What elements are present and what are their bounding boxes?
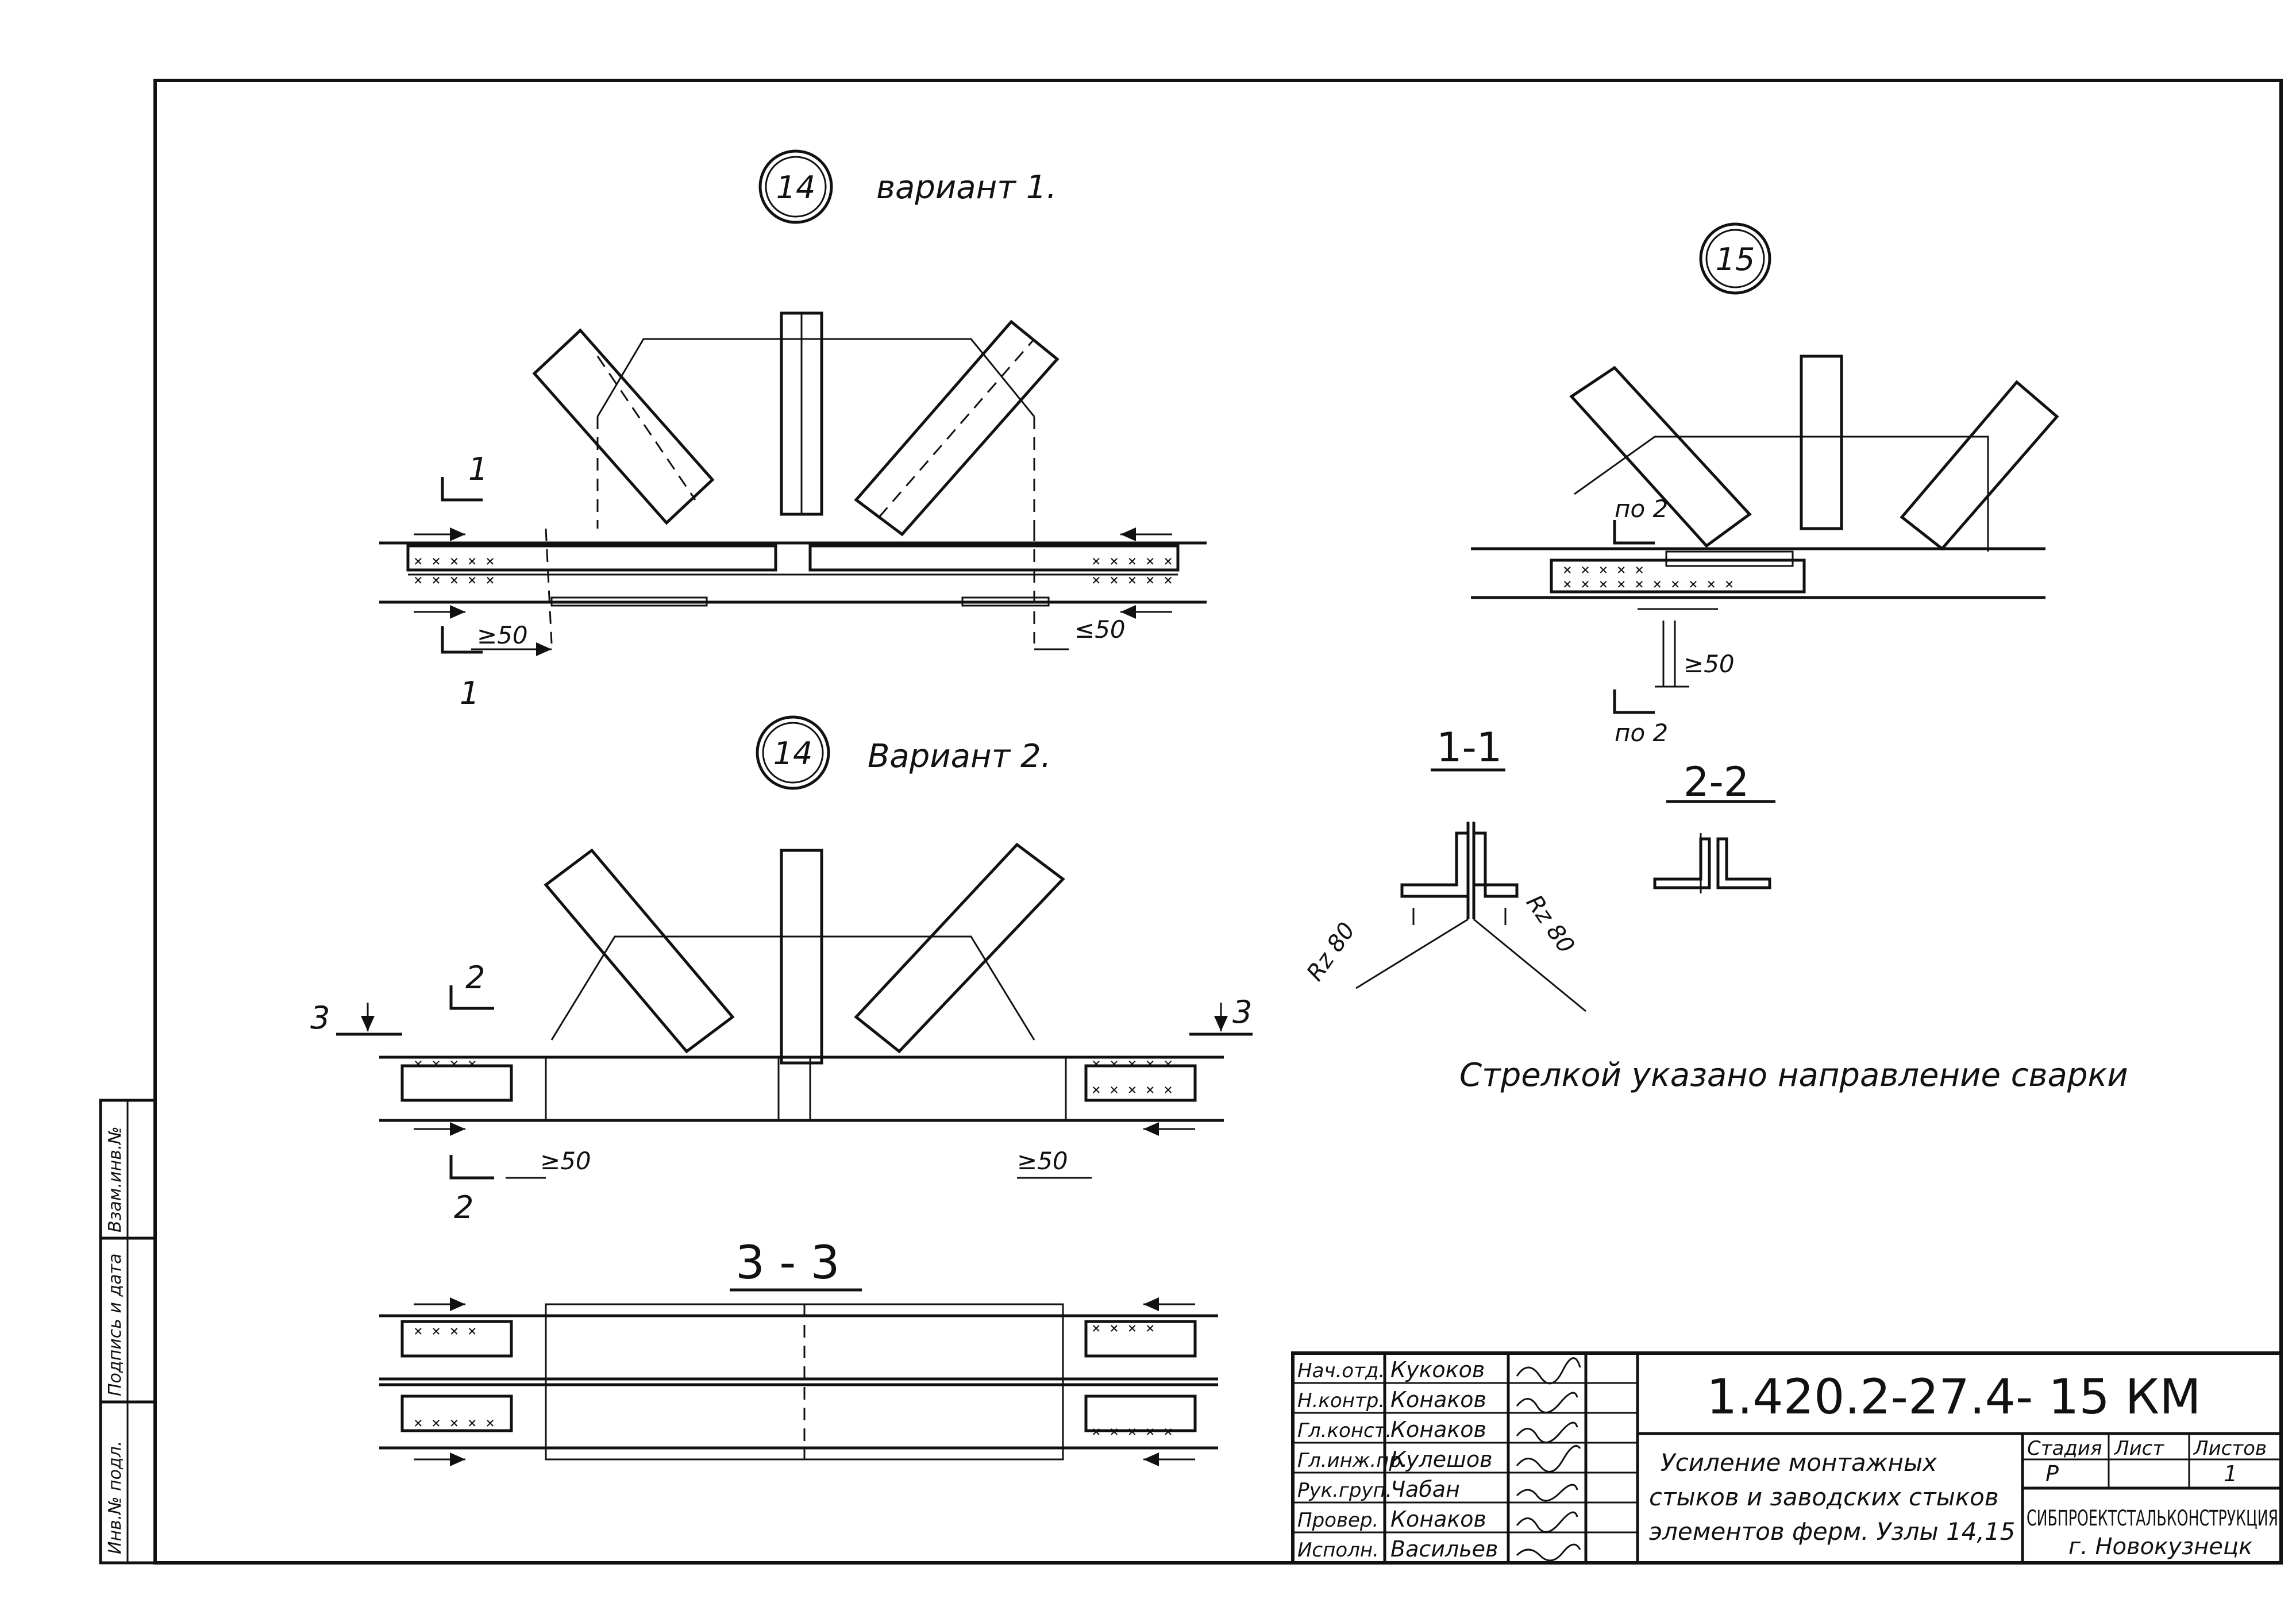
name-6: Конаков	[1390, 1507, 1486, 1532]
name-4: Кулешов	[1390, 1447, 1493, 1472]
side-stamp-inv: Инв.№ подл.	[105, 1441, 125, 1554]
dim: ≥50	[1684, 650, 1735, 678]
svg-text:× × × × ×: × × × × ×	[1563, 561, 1644, 579]
role-4: Гл.инж.пр.	[1297, 1449, 1408, 1472]
dim-right: ≤50	[1074, 615, 1126, 644]
node-circle	[758, 149, 833, 224]
description-line-3: элементов ферм. Узлы 14,15	[1649, 1517, 2015, 1546]
name-2: Конаков	[1390, 1387, 1486, 1412]
name-3: Конаков	[1390, 1417, 1486, 1442]
document-code: 1.420.2-27.4- 15 КМ	[1706, 1369, 2201, 1425]
sheets-label: Листов	[2193, 1437, 2267, 1460]
role-5: Рук.груп.	[1297, 1479, 1392, 1502]
title-block: Нач.отд. Н.контр. Гл.конст. Гл.инж.пр. Р…	[1291, 1351, 2283, 1565]
node15: 15 × × × × × × × × × × × × × × × по 2 по…	[1471, 222, 2059, 747]
svg-text:× × × × ×: × × × × ×	[1092, 572, 1173, 589]
name-5: Чабан	[1390, 1477, 1460, 1502]
dim-left: ≥50	[477, 621, 528, 649]
role-7: Исполн.	[1297, 1539, 1379, 1562]
city: г. Новокузнецк	[2068, 1534, 2252, 1560]
node-number: 14	[773, 735, 813, 772]
svg-text:× × × × ×: × × × × ×	[1092, 553, 1173, 570]
right-diagonal	[1900, 380, 2059, 551]
section-mark-top: по 2	[1615, 495, 1668, 523]
section-mark-1-bottom: 1	[460, 675, 479, 711]
svg-text:× × × × ×: × × × × ×	[414, 1415, 495, 1432]
sheets-value: 1	[2224, 1461, 2237, 1486]
right-diagonal	[854, 319, 1060, 537]
reinforcement-plate	[1550, 558, 1806, 594]
side-stamp-sign: Подпись и дата	[105, 1254, 125, 1397]
section-title: 1-1	[1436, 724, 1502, 771]
section-mark-3-left: 3	[310, 1000, 330, 1036]
sheet-label: Лист	[2113, 1437, 2164, 1460]
section-2-2: 2-2	[1653, 758, 1775, 893]
svg-text:× × × × ×: × × × × ×	[1092, 1423, 1173, 1440]
dim-left: ≥50	[540, 1147, 591, 1175]
name-1: Кукоков	[1390, 1357, 1485, 1382]
node-number: 15	[1716, 241, 1755, 278]
roughness-right: Rz 80	[1521, 890, 1580, 958]
roughness-left: Rz 80	[1302, 918, 1361, 985]
vertical-member	[1800, 355, 1843, 530]
section-title: 2-2	[1684, 758, 1749, 806]
role-6: Провер.	[1297, 1509, 1378, 1532]
svg-text:× × × × ×: × × × × ×	[1092, 1081, 1173, 1099]
node14-variant1: 14 вариант 1. × × × × × × × × × × × × × …	[379, 149, 1207, 711]
description-line-1: Усиление монтажных	[1661, 1448, 1937, 1477]
stage-value: Р	[2045, 1461, 2059, 1486]
section-mark-bottom: по 2	[1615, 719, 1668, 747]
left-diagonal	[532, 328, 715, 525]
svg-text:× × × ×: × × × ×	[1092, 1320, 1155, 1337]
signatures	[1516, 1357, 1581, 1562]
section-mark-1-top: 1	[468, 451, 488, 487]
vertical-member	[780, 849, 823, 1065]
role-1: Нач.отд.	[1297, 1359, 1385, 1382]
side-stamp-replace: Взам.инв.№	[105, 1126, 125, 1232]
section-mark-2-bottom: 2	[454, 1189, 473, 1226]
node14-variant2: 14 Вариант 2. × × × × × × × × × × × × × …	[310, 715, 1253, 1226]
section-title: 3 - 3	[735, 1236, 840, 1289]
role-3: Гл.конст.	[1297, 1419, 1392, 1442]
description-line-2: стыков и заводских стыков	[1649, 1483, 1999, 1511]
gusset-plate	[596, 338, 1035, 417]
dim-right: ≥50	[1017, 1147, 1068, 1175]
section-mark-2-top: 2	[465, 960, 485, 996]
sheet-frame	[128, 79, 2283, 1565]
left-diagonal	[1569, 365, 1752, 548]
section-1-1: 1-1 Rz 80 Rz 80	[1302, 724, 1586, 1012]
section-mark-3-right: 3	[1232, 994, 1252, 1030]
right-diagonal	[854, 842, 1065, 1054]
weld-direction-note: Стрелкой указано направление сварки	[1459, 1057, 2128, 1094]
svg-text:× × × × ×: × × × × ×	[1092, 1055, 1173, 1073]
side-stamp: Инв.№ подл. Подпись и дата Взам.инв.№	[99, 1099, 157, 1565]
node-circle	[1699, 222, 1771, 295]
reinforcement-plate-left	[406, 544, 777, 572]
node-title: вариант 1.	[876, 169, 1057, 206]
name-7: Васильев	[1390, 1536, 1498, 1562]
stage-label: Стадия	[2027, 1437, 2102, 1460]
svg-text:× × × ×: × × × ×	[414, 1323, 477, 1340]
node-title: Вариант 2.	[868, 738, 1051, 775]
node-number: 14	[776, 169, 816, 206]
node-circle	[756, 715, 830, 790]
organization: СИБПРОЕКТСТАЛЬКОНСТРУКЦИЯ	[2027, 1506, 2278, 1531]
section-3-3: 3 - 3 × × × × × × × × × × × × × × × × × …	[379, 1236, 1218, 1466]
svg-text:× × × × ×: × × × × ×	[414, 553, 495, 570]
svg-text:× × × × ×: × × × × ×	[414, 572, 495, 589]
svg-text:× × × × × × × × × ×: × × × × × × × × × ×	[1563, 576, 1733, 593]
left-diagonal	[544, 848, 735, 1054]
svg-text:× × × ×: × × × ×	[414, 1055, 477, 1073]
gusset-plate	[550, 935, 1035, 1041]
role-2: Н.контр.	[1297, 1389, 1385, 1412]
reinforcement-plate-right	[808, 544, 1180, 572]
